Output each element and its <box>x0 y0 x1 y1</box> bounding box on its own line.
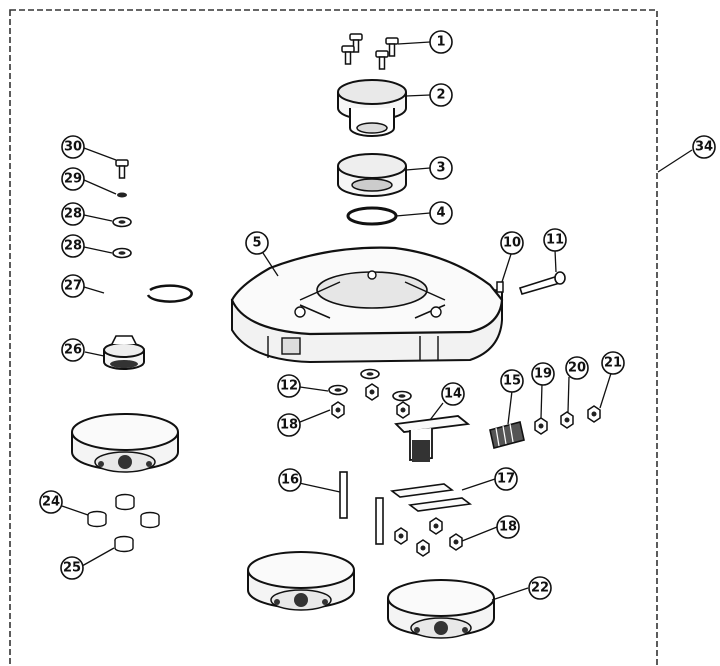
svg-text:29: 29 <box>64 172 82 187</box>
callout-11: 11 <box>543 228 567 252</box>
svg-text:3: 3 <box>436 161 445 176</box>
svg-text:19: 19 <box>534 367 552 382</box>
callout-12: 12 <box>277 374 301 398</box>
left-hardware-stack <box>103 159 193 370</box>
svg-text:20: 20 <box>568 361 586 376</box>
callout-29: 29 <box>61 167 85 191</box>
svg-text:21: 21 <box>604 356 622 371</box>
part-20-nut <box>560 411 574 429</box>
svg-text:1: 1 <box>436 35 445 50</box>
callout-27: 27 <box>61 274 85 298</box>
part-2-bearing <box>337 79 407 137</box>
part-17-plates <box>389 483 473 512</box>
callout-14: 14 <box>441 382 465 406</box>
svg-text:34: 34 <box>695 140 713 155</box>
svg-text:12: 12 <box>280 379 298 394</box>
part-4-oring <box>346 206 398 226</box>
svg-text:17: 17 <box>497 472 515 487</box>
part-12-washers <box>328 368 412 419</box>
callout-3: 3 <box>429 156 453 180</box>
callout-5: 1 <box>429 30 453 54</box>
svg-text:14: 14 <box>444 387 462 402</box>
callout-18-lower: 18 <box>496 515 520 539</box>
part-24-25-caps <box>87 493 160 553</box>
svg-text:15: 15 <box>503 374 521 389</box>
callout-labels: 1 2 3 4 5 10 11 12 14 15 16 17 18 18 19 … <box>39 30 716 600</box>
svg-text:28: 28 <box>64 239 82 254</box>
svg-text:22: 22 <box>531 581 549 596</box>
callout-20: 20 <box>565 356 589 380</box>
callout-16: 16 <box>278 468 302 492</box>
callout-1: 5 <box>245 231 269 255</box>
callout-15: 15 <box>500 369 524 393</box>
callout-28-second: 28 <box>61 234 85 258</box>
svg-text:18: 18 <box>499 520 517 535</box>
foot-wheel-left <box>71 413 179 473</box>
part-15-spring <box>489 421 525 449</box>
svg-text:4: 4 <box>436 206 445 221</box>
callout-34: 34 <box>692 135 716 159</box>
callout-28: 28 <box>61 202 85 226</box>
part-14-bracket <box>394 415 471 462</box>
callout-19: 19 <box>531 362 555 386</box>
part-3-ring <box>337 153 407 197</box>
callout-25: 25 <box>60 556 84 580</box>
svg-text:26: 26 <box>64 343 82 358</box>
part-22-foot-wheel <box>387 579 495 639</box>
svg-text:28: 28 <box>64 207 82 222</box>
callout-30: 30 <box>61 135 85 159</box>
svg-text:18: 18 <box>280 418 298 433</box>
svg-text:5: 5 <box>252 236 261 251</box>
svg-text:25: 25 <box>63 561 81 576</box>
svg-text:27: 27 <box>64 279 82 294</box>
svg-text:16: 16 <box>281 473 299 488</box>
part-19-nut <box>534 417 548 435</box>
callout-21: 21 <box>601 351 625 375</box>
svg-text:10: 10 <box>503 236 521 251</box>
svg-text:11: 11 <box>546 233 564 248</box>
part-10-11-pin <box>496 271 566 295</box>
foot-wheel-bottom-left <box>247 551 355 611</box>
part-16-shafts <box>339 471 384 545</box>
part-18-lower-nuts <box>394 517 463 557</box>
kit-border <box>9 9 658 666</box>
callout-4: 4 <box>429 201 453 225</box>
callout-22: 22 <box>528 576 552 600</box>
callout-24: 24 <box>39 490 63 514</box>
callout-26: 26 <box>61 338 85 362</box>
svg-text:2: 2 <box>436 88 445 103</box>
part-5-screws <box>341 33 399 70</box>
callout-2: 2 <box>429 83 453 107</box>
callout-18: 18 <box>277 413 301 437</box>
svg-text:30: 30 <box>64 140 82 155</box>
svg-text:24: 24 <box>42 495 60 510</box>
callout-17: 17 <box>494 467 518 491</box>
part-1-housing <box>230 246 504 364</box>
part-21-nut <box>587 405 601 423</box>
callout-10: 10 <box>500 231 524 255</box>
